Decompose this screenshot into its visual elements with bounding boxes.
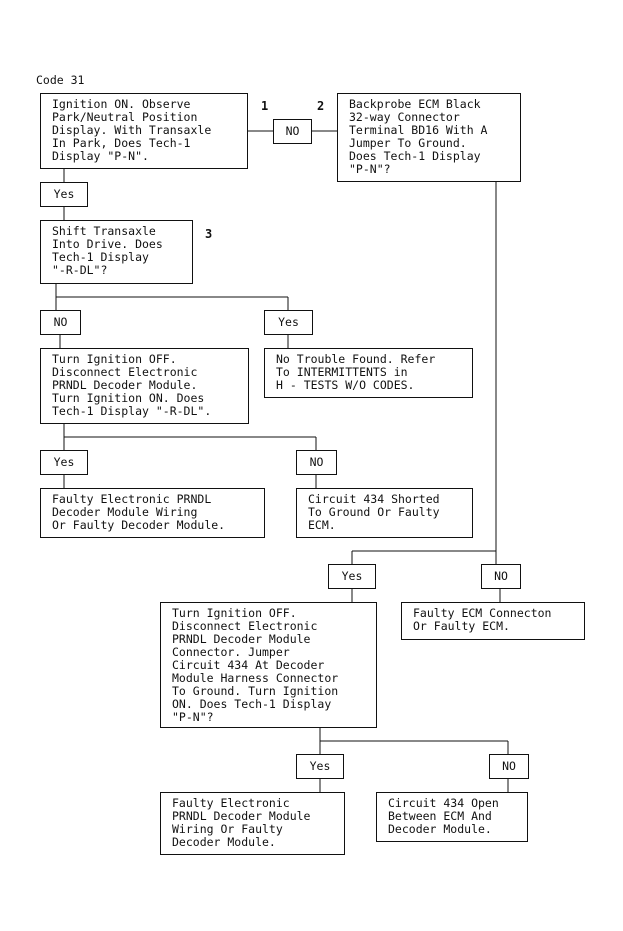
answer-yes-5: Yes xyxy=(296,754,344,779)
ignition-on-text: Ignition ON. Observe Park/Neutral Positi… xyxy=(52,97,212,163)
faulty-wiring-1-text: Faulty Electronic PRNDL Decoder Module W… xyxy=(52,492,226,532)
turn-off-1-box: Turn Ignition OFF. Disconnect Electronic… xyxy=(40,348,249,424)
circuit-open-text: Circuit 434 Open Between ECM And Decoder… xyxy=(388,796,499,836)
circuit-shorted-text: Circuit 434 Shorted To Ground Or Faulty … xyxy=(308,492,440,532)
ignition-on-box: Ignition ON. Observe Park/Neutral Positi… xyxy=(40,93,248,169)
faulty-wiring-2-text: Faulty Electronic PRNDL Decoder Module W… xyxy=(172,796,311,849)
answer-yes-3: Yes xyxy=(40,450,88,475)
answer-no-1: NO xyxy=(273,119,312,144)
answer-no-5: NO xyxy=(489,754,529,779)
answer-no-2: NO xyxy=(40,310,81,335)
step-number-2: 2 xyxy=(317,99,325,113)
turn-off-2-box: Turn Ignition OFF. Disconnect Electronic… xyxy=(160,602,377,728)
circuit-open-box: Circuit 434 Open Between ECM And Decoder… xyxy=(376,792,528,842)
shift-drive-text: Shift Transaxle Into Drive. Does Tech-1 … xyxy=(52,224,163,277)
code-title: Code 31 xyxy=(36,73,85,87)
answer-yes-1: Yes xyxy=(40,182,88,207)
faulty-wiring-1-box: Faulty Electronic PRNDL Decoder Module W… xyxy=(40,488,265,538)
shift-drive-box: Shift Transaxle Into Drive. Does Tech-1 … xyxy=(40,220,193,284)
circuit-shorted-box: Circuit 434 Shorted To Ground Or Faulty … xyxy=(296,488,473,538)
no-trouble-text: No Trouble Found. Refer To INTERMITTENTS… xyxy=(276,352,436,392)
answer-no-3: NO xyxy=(296,450,337,475)
step-number-3: 3 xyxy=(205,227,213,241)
faulty-wiring-2-box: Faulty Electronic PRNDL Decoder Module W… xyxy=(160,792,345,855)
answer-yes-2: Yes xyxy=(264,310,313,335)
turn-off-2-text: Turn Ignition OFF. Disconnect Electronic… xyxy=(172,606,339,724)
answer-yes-4: Yes xyxy=(328,564,376,589)
answer-no-4: NO xyxy=(481,564,521,589)
turn-off-1-text: Turn Ignition OFF. Disconnect Electronic… xyxy=(52,352,212,418)
backprobe-box: Backprobe ECM Black 32-way Connector Ter… xyxy=(337,93,521,182)
faulty-ecm-text: Faulty ECM Connecton Or Faulty ECM. xyxy=(413,606,552,633)
backprobe-text: Backprobe ECM Black 32-way Connector Ter… xyxy=(349,97,488,176)
no-trouble-box: No Trouble Found. Refer To INTERMITTENTS… xyxy=(264,348,473,398)
faulty-ecm-box: Faulty ECM Connecton Or Faulty ECM. xyxy=(401,602,585,640)
step-number-1: 1 xyxy=(261,99,269,113)
